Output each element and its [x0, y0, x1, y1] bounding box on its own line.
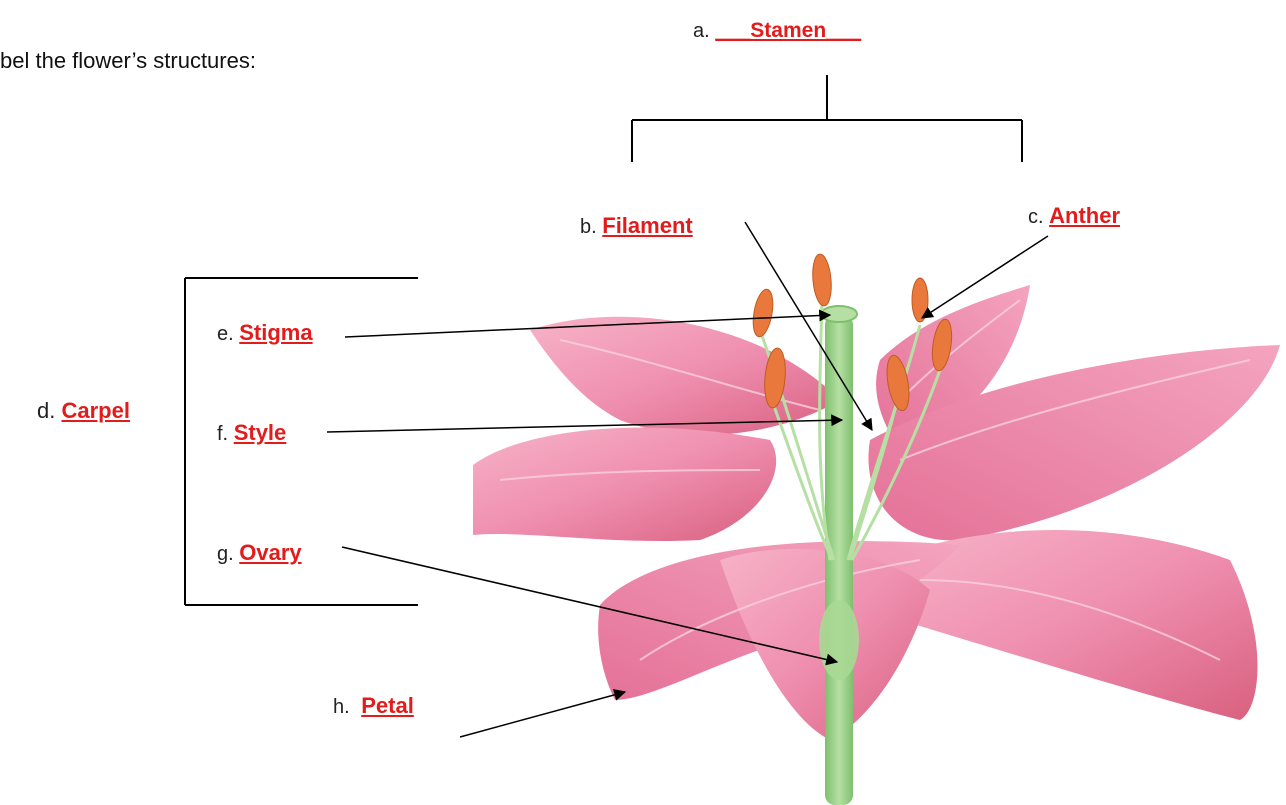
label-b-prefix: b. — [580, 216, 597, 238]
arrow-anther — [922, 236, 1048, 318]
label-c-answer: Anther — [1049, 203, 1120, 228]
label-c-prefix: c. — [1028, 206, 1044, 228]
label-e-prefix: e. — [217, 323, 234, 345]
label-e: e. Stigma — [217, 320, 313, 346]
label-f: f. Style — [217, 420, 286, 446]
label-h-answer: Petal — [361, 693, 414, 718]
label-a-answer: ___Stamen___ — [715, 19, 861, 42]
label-g: g. Ovary — [217, 540, 302, 566]
label-g-prefix: g. — [217, 543, 234, 565]
label-b-answer: Filament — [602, 213, 692, 238]
label-a: a. ___Stamen___ — [693, 19, 861, 43]
arrow-stigma — [345, 315, 830, 337]
label-g-answer: Ovary — [239, 540, 301, 565]
label-d-prefix: d. — [37, 398, 55, 423]
label-d: d. Carpel — [37, 398, 130, 424]
label-f-prefix: f. — [217, 423, 228, 445]
label-b: b. Filament — [580, 213, 693, 239]
label-h-prefix: h. — [333, 696, 350, 718]
label-e-answer: Stigma — [239, 320, 312, 345]
arrow-style — [327, 420, 842, 432]
label-f-answer: Style — [234, 420, 287, 445]
label-d-answer: Carpel — [61, 398, 129, 423]
label-c: c. Anther — [1028, 203, 1120, 229]
instruction-text: bel the flower’s structures: — [0, 48, 256, 74]
arrow-petal — [460, 692, 625, 737]
stamen-bracket — [632, 75, 1022, 162]
arrow-filament — [745, 222, 872, 430]
label-a-prefix: a. — [693, 20, 710, 42]
label-h: h. Petal — [333, 693, 414, 719]
